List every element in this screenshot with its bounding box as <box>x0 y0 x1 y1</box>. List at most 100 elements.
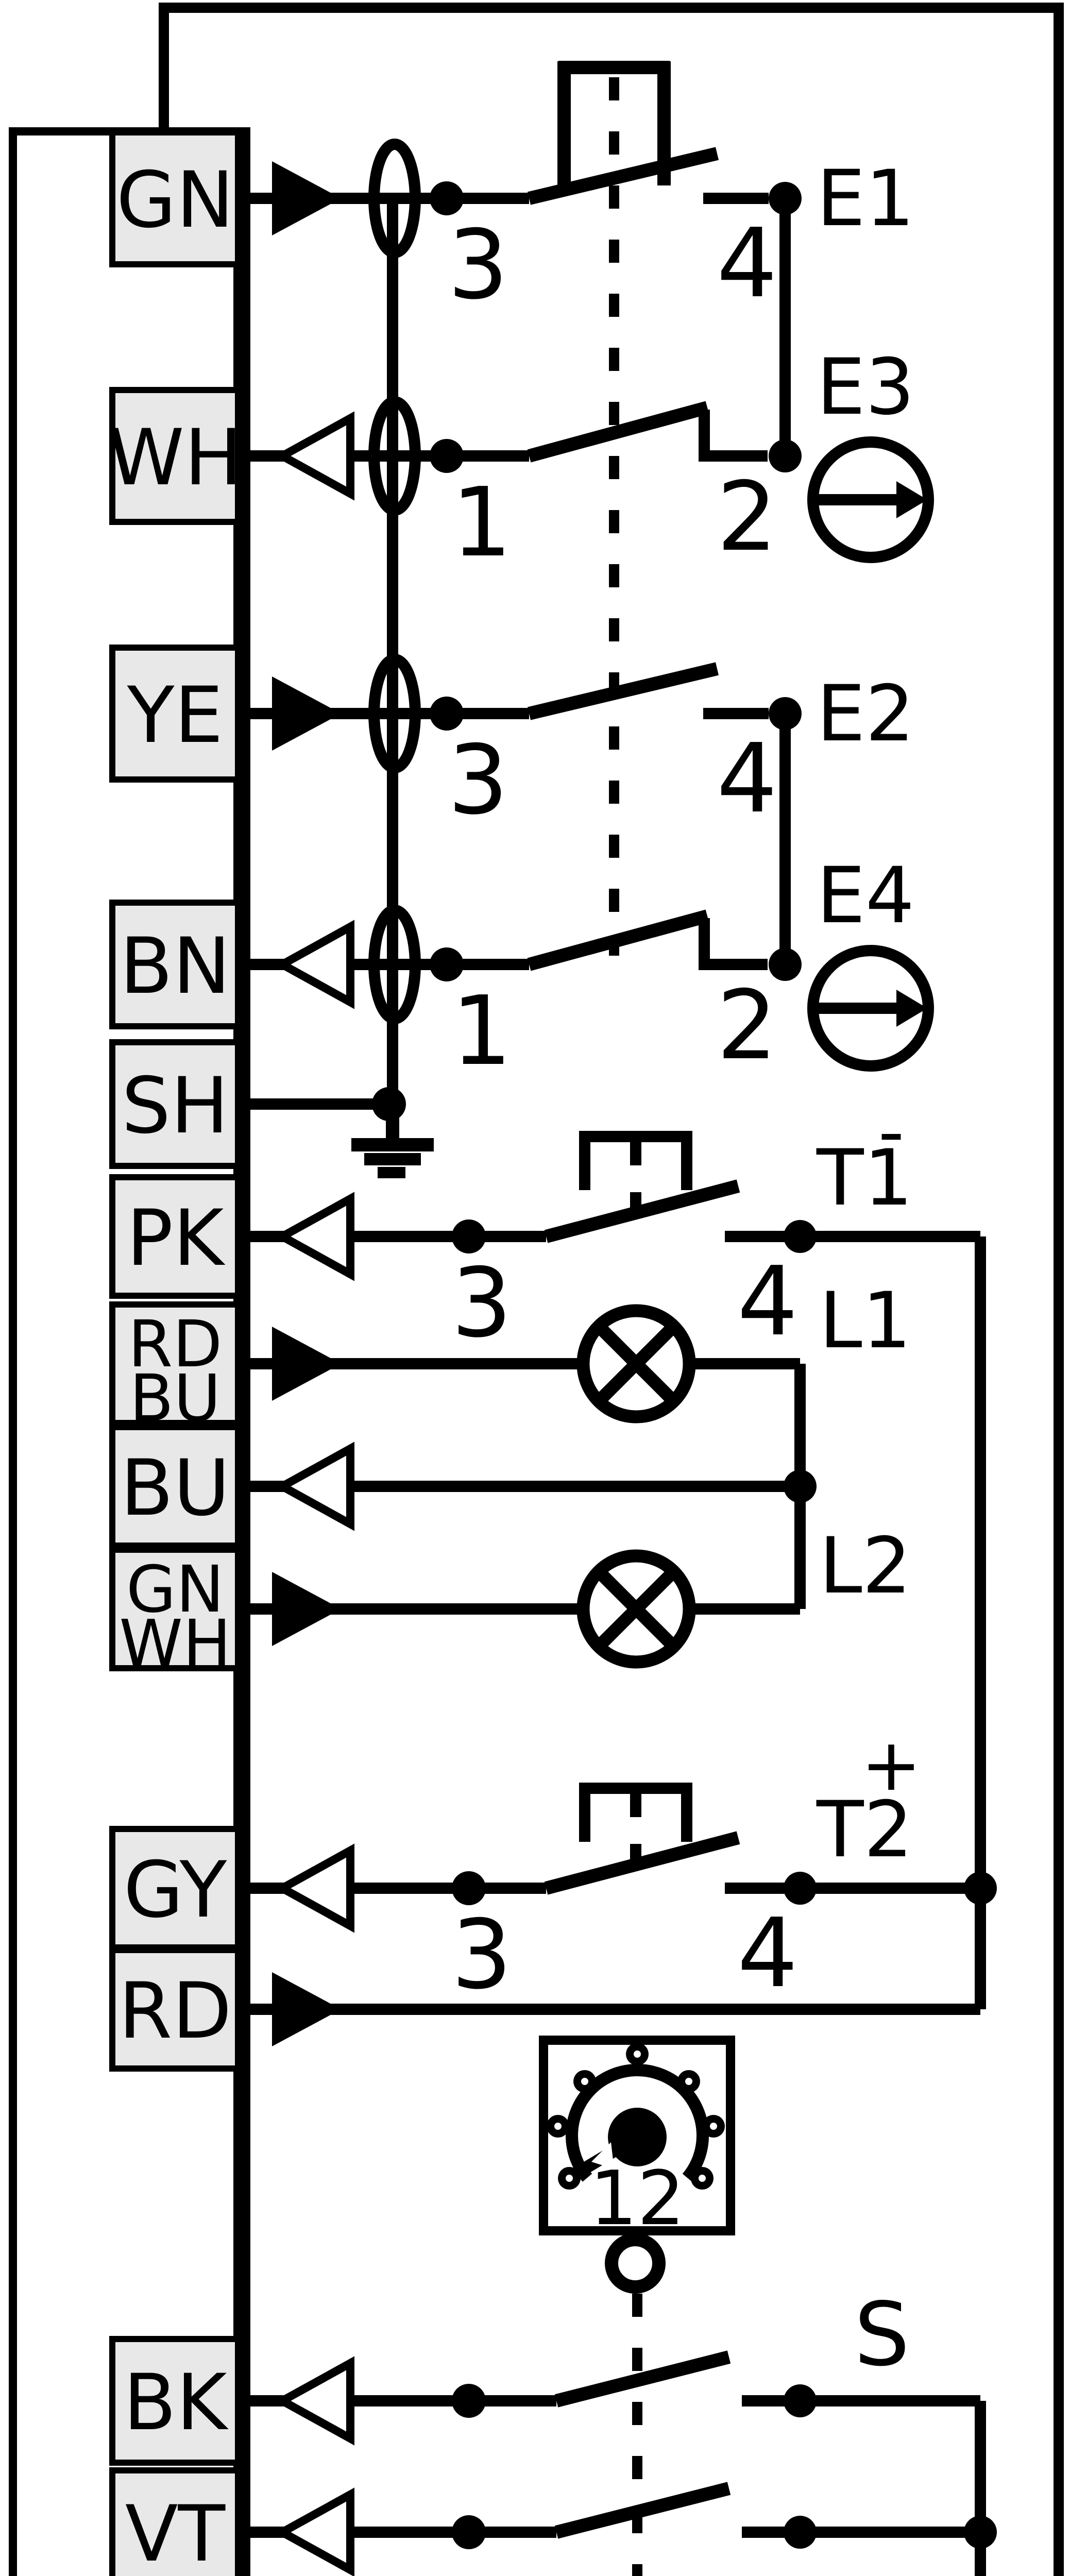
lamp-cross-2 <box>594 1567 678 1651</box>
contact-dot <box>784 1220 817 1253</box>
switch-blade <box>554 2482 731 2539</box>
rotary-position-dots <box>547 2043 725 2190</box>
terminal-label: WH <box>108 413 242 503</box>
rotary-ring <box>566 2064 709 2182</box>
junction-dot <box>430 697 464 731</box>
terminal-rd: RD <box>109 1947 241 2072</box>
junction-dot <box>430 439 464 473</box>
cable-core-icon <box>368 654 421 773</box>
switch-blade <box>544 1179 740 1243</box>
pin-number: 3 <box>451 1247 512 1359</box>
pin-number: 3 <box>448 209 508 320</box>
terminal-box <box>109 1947 241 2072</box>
pin-number: 4 <box>737 1897 798 2009</box>
input-arrow-icon <box>272 676 341 751</box>
terminal-label: VT <box>125 2489 226 2576</box>
contact-dot <box>784 2384 817 2417</box>
pin-number: 1 <box>451 975 512 1087</box>
terminal-label: BK <box>123 2358 229 2448</box>
row-wh-e3: 1 2 E3 <box>246 343 934 578</box>
closed-contact <box>699 410 768 462</box>
row-bn-e4: 1 2 E4 <box>246 851 934 1087</box>
pin-number: 2 <box>717 970 777 1081</box>
terminal-box <box>109 1301 241 1426</box>
rotary-switch-icon: 12 <box>539 2036 735 2294</box>
switch-blade <box>527 147 719 205</box>
polarity-plus: + <box>861 1723 921 1807</box>
terminal-box <box>109 1547 241 1671</box>
row-vt-s <box>246 2482 997 2576</box>
rotation-direction-icon <box>807 945 934 1072</box>
terminal-label: GY <box>124 1845 227 1935</box>
output-arrow-icon <box>274 1192 354 1281</box>
terminal-box <box>109 1826 241 1951</box>
switch-blade <box>554 2350 731 2408</box>
switch-blade <box>527 909 709 971</box>
row-gnwh-l2: L2 <box>246 1521 911 1669</box>
row-rdbu-l1: L1 <box>246 1276 911 1423</box>
terminal-bu: BU <box>109 1424 241 1549</box>
cable-core-icon <box>368 139 421 258</box>
row-bu <box>246 1442 817 1531</box>
row-sh-ground <box>246 1087 434 1178</box>
terminal-rdbu: RD BU <box>109 1301 241 1436</box>
earth-ground-icon <box>351 1138 434 1178</box>
switch-blade <box>527 662 719 720</box>
terminal-label: PK <box>127 1194 226 1283</box>
rotation-arrow-head <box>896 990 927 1027</box>
rotation-direction-icon <box>807 436 934 563</box>
terminal-label: RD <box>118 1967 232 2056</box>
terminal-pk: PK <box>109 1174 241 1299</box>
terminal-box <box>109 900 241 1029</box>
row-bk-s <box>246 2350 980 2446</box>
rotation-arrow-head <box>896 481 927 518</box>
input-arrow-icon <box>272 1572 341 1646</box>
push-button-icon <box>579 1783 692 1865</box>
terminal-label: YE <box>127 671 223 760</box>
junction-dot <box>430 181 464 215</box>
input-arrow-icon <box>272 161 341 235</box>
terminal-box <box>109 387 241 525</box>
lamp-cross-2 <box>594 1321 678 1406</box>
lamp-icon <box>576 1304 696 1423</box>
input-arrow-icon <box>272 1327 341 1401</box>
terminal-vt: VT <box>109 2467 241 2576</box>
terminal-box <box>109 1424 241 1549</box>
row-gy-t2: 3 4 T2 + <box>246 1723 980 2010</box>
contact-dot <box>769 439 802 472</box>
output-arrow-icon <box>274 2487 354 2576</box>
terminal-ye: YE <box>109 645 241 783</box>
device-label-l1: L1 <box>819 1276 911 1366</box>
pin-number: 3 <box>448 724 508 836</box>
pin-number: 4 <box>717 723 777 834</box>
e-group-mechanical-link <box>557 61 671 956</box>
junction-dot <box>784 1470 817 1503</box>
terminal-label: SH <box>122 1061 229 1151</box>
terminal-gn: GN <box>109 129 241 267</box>
terminal-label-line1: GN <box>126 1552 224 1627</box>
junction-dot <box>452 1219 486 1253</box>
row-ye-e2: 3 4 E2 <box>246 654 914 836</box>
polarity-minus: - <box>878 1090 905 1174</box>
terminal-label-line2: BU <box>129 1361 220 1436</box>
rotary-shaft-circle <box>605 2233 666 2294</box>
output-arrow-icon <box>274 1843 354 1933</box>
row-pk-t1: 3 4 T1 - <box>246 1090 980 1359</box>
rotary-position-count: 12 <box>590 2155 685 2242</box>
terminal-box <box>109 1174 241 1299</box>
terminal-bk: BK <box>109 2336 241 2466</box>
device-label-e3: E3 <box>817 343 914 432</box>
cable-core-icon <box>368 905 421 1024</box>
terminal-gy: GY <box>109 1826 241 1951</box>
output-arrow-icon <box>274 1442 354 1531</box>
device-label-e1: E1 <box>817 154 914 244</box>
contact-dot <box>784 2516 817 2549</box>
terminal-label: GN <box>116 156 234 245</box>
pin-number: 4 <box>717 208 777 319</box>
terminal-label-line1: RD <box>128 1307 222 1382</box>
push-button-icon <box>579 1131 692 1213</box>
switch-blade <box>527 401 709 463</box>
terminal-bn: BN <box>109 900 241 1029</box>
